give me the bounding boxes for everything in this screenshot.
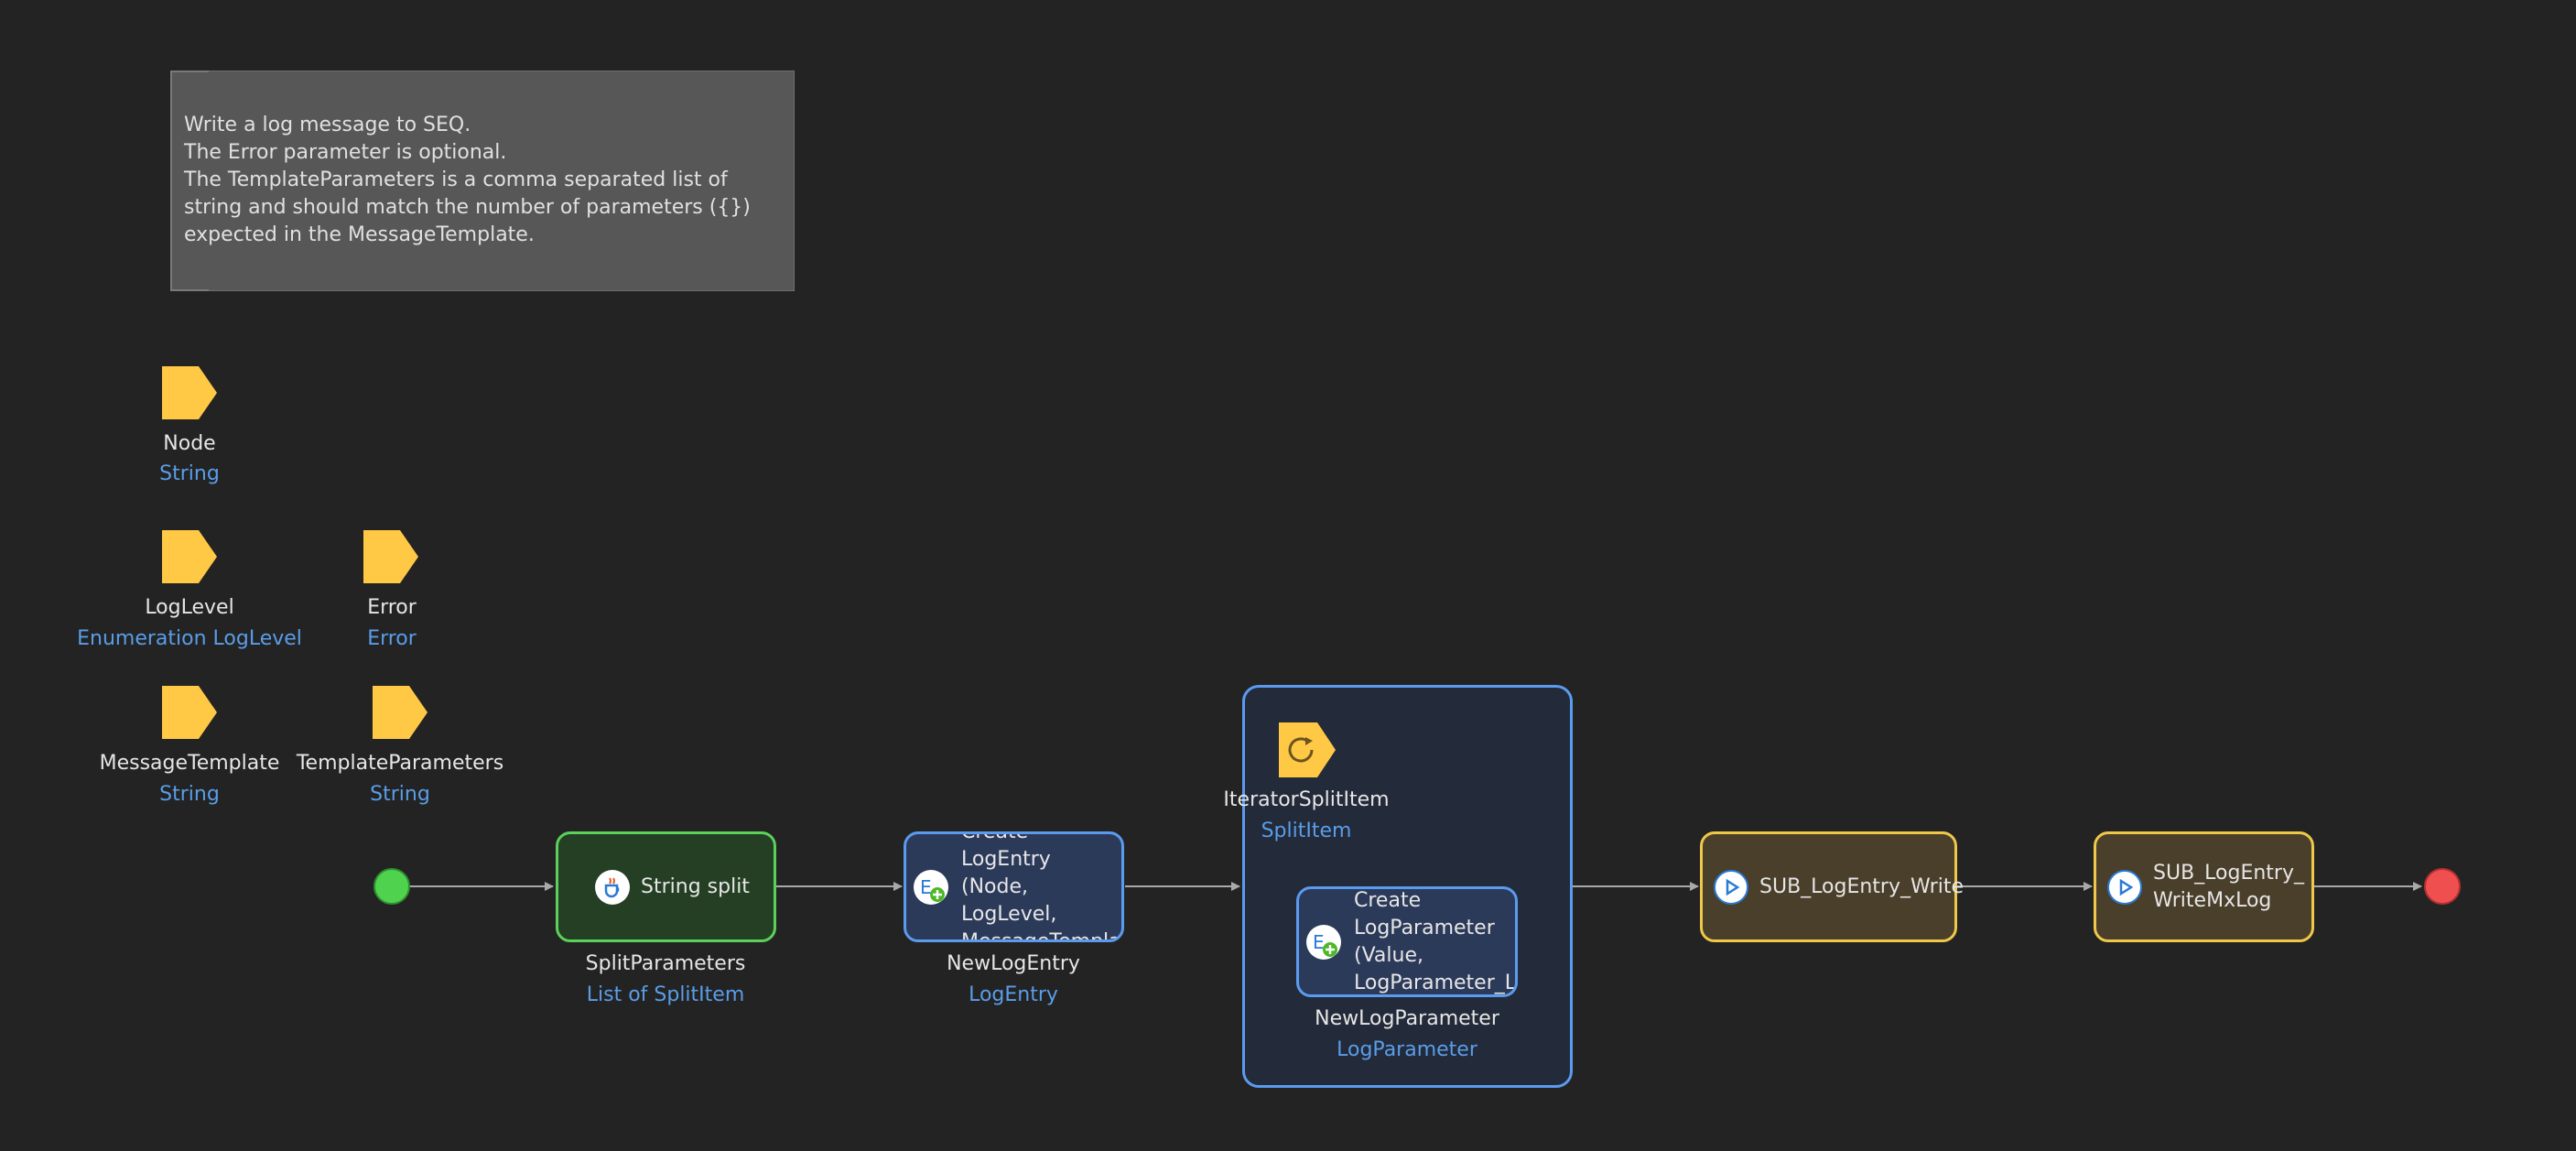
create-logentry-activity[interactable]: E Create LogEntry (Node, LogLevel, Messa… bbox=[904, 831, 1124, 942]
activity-label: String split bbox=[641, 874, 750, 901]
create-object-icon: E bbox=[914, 870, 948, 905]
call-microflow-icon bbox=[2107, 870, 2142, 905]
output-name: NewLogParameter bbox=[1315, 1007, 1499, 1030]
activity-label: SUB_LogEntry_Write bbox=[1759, 874, 1964, 901]
activity-label: Create LogParameter (Value, LogParameter… bbox=[1354, 887, 1516, 997]
call-microflow-icon bbox=[1714, 870, 1748, 905]
svg-text:E: E bbox=[920, 876, 932, 898]
create-object-icon: E bbox=[1306, 925, 1341, 960]
sub-logentry-writemxlog-activity[interactable]: SUB_LogEntry_ WriteMxLog bbox=[2094, 831, 2314, 942]
sub-logentry-write-activity[interactable]: SUB_LogEntry_Write bbox=[1700, 831, 1957, 942]
java-action-icon bbox=[595, 870, 630, 905]
output-type: LogParameter bbox=[1337, 1038, 1477, 1061]
output-type: List of SplitItem bbox=[587, 983, 745, 1006]
activity-label: SUB_LogEntry_ WriteMxLog bbox=[2153, 860, 2304, 915]
svg-text:E: E bbox=[1313, 931, 1325, 953]
activity-label: Create LogEntry (Node, LogLevel, Message… bbox=[961, 831, 1121, 942]
create-logparameter-activity[interactable]: E Create LogParameter (Value, LogParamet… bbox=[1296, 886, 1518, 997]
string-split-activity[interactable]: String split bbox=[556, 831, 776, 942]
start-event bbox=[374, 869, 409, 904]
end-event bbox=[2425, 869, 2460, 904]
output-name: NewLogEntry bbox=[947, 952, 1080, 975]
output-type: LogEntry bbox=[969, 983, 1058, 1006]
output-name: SplitParameters bbox=[586, 952, 746, 975]
